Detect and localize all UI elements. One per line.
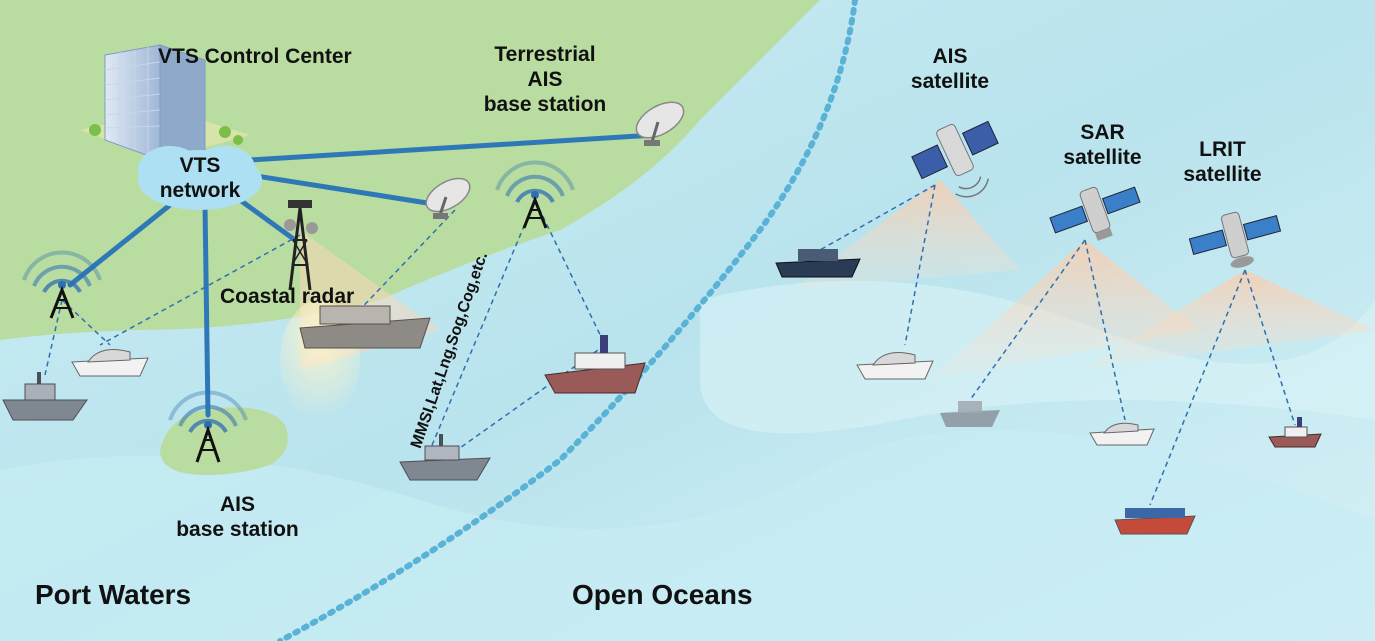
coastal-radar-label: Coastal radar: [220, 285, 355, 308]
vts-network-label: VTS network: [159, 154, 241, 203]
ais-satellite-label: AIS satellite: [910, 45, 990, 94]
antenna-tower-icon: [495, 160, 575, 229]
antenna-tower-icon: [22, 250, 102, 319]
open-oceans-label: Open Oceans: [572, 579, 753, 610]
sar-satellite-label: SAR satellite: [1063, 121, 1142, 170]
vts-control-center-label: VTS Control Center: [158, 45, 352, 68]
yacht-icon: [1089, 422, 1155, 446]
yacht-icon: [71, 349, 149, 377]
boundary-line: [277, 0, 858, 641]
terrestrial-ais-base-station-label: Terrestrial AIS base station: [483, 43, 607, 117]
antenna-tower-icon: [168, 390, 248, 463]
ship-icon: [399, 434, 491, 481]
cargo-ship-icon: [1268, 417, 1322, 448]
port-waters-label: Port Waters: [35, 579, 192, 610]
radar-tower-icon: [284, 200, 318, 291]
cargo-ship-icon: [544, 335, 646, 394]
ship-icon: [2, 372, 88, 421]
satellite-icon: [1049, 186, 1141, 241]
ais-base-station-label: AIS base station: [176, 493, 299, 542]
satellite-icon: [911, 120, 999, 198]
satellite-dish-icon: [635, 101, 685, 146]
satellite-icon: [1188, 211, 1282, 268]
ship-icon: [299, 305, 431, 349]
cargo-ship-icon: [1114, 508, 1196, 535]
wave-pattern: [0, 430, 1375, 641]
sar-satellite-beam: [930, 240, 1200, 380]
lrit-satellite-beam: [1080, 270, 1375, 370]
vts-network-cloud: [138, 146, 262, 210]
building-icon: [80, 44, 250, 161]
ship-icon: [775, 249, 861, 278]
island: [160, 407, 288, 475]
yacht-icon: [856, 352, 934, 380]
network-links: [67, 132, 658, 418]
ship-icon: [940, 401, 1000, 427]
lrit-satellite-label: LRIT satellite: [1183, 138, 1262, 187]
satellite-dish-icon: [425, 177, 471, 219]
